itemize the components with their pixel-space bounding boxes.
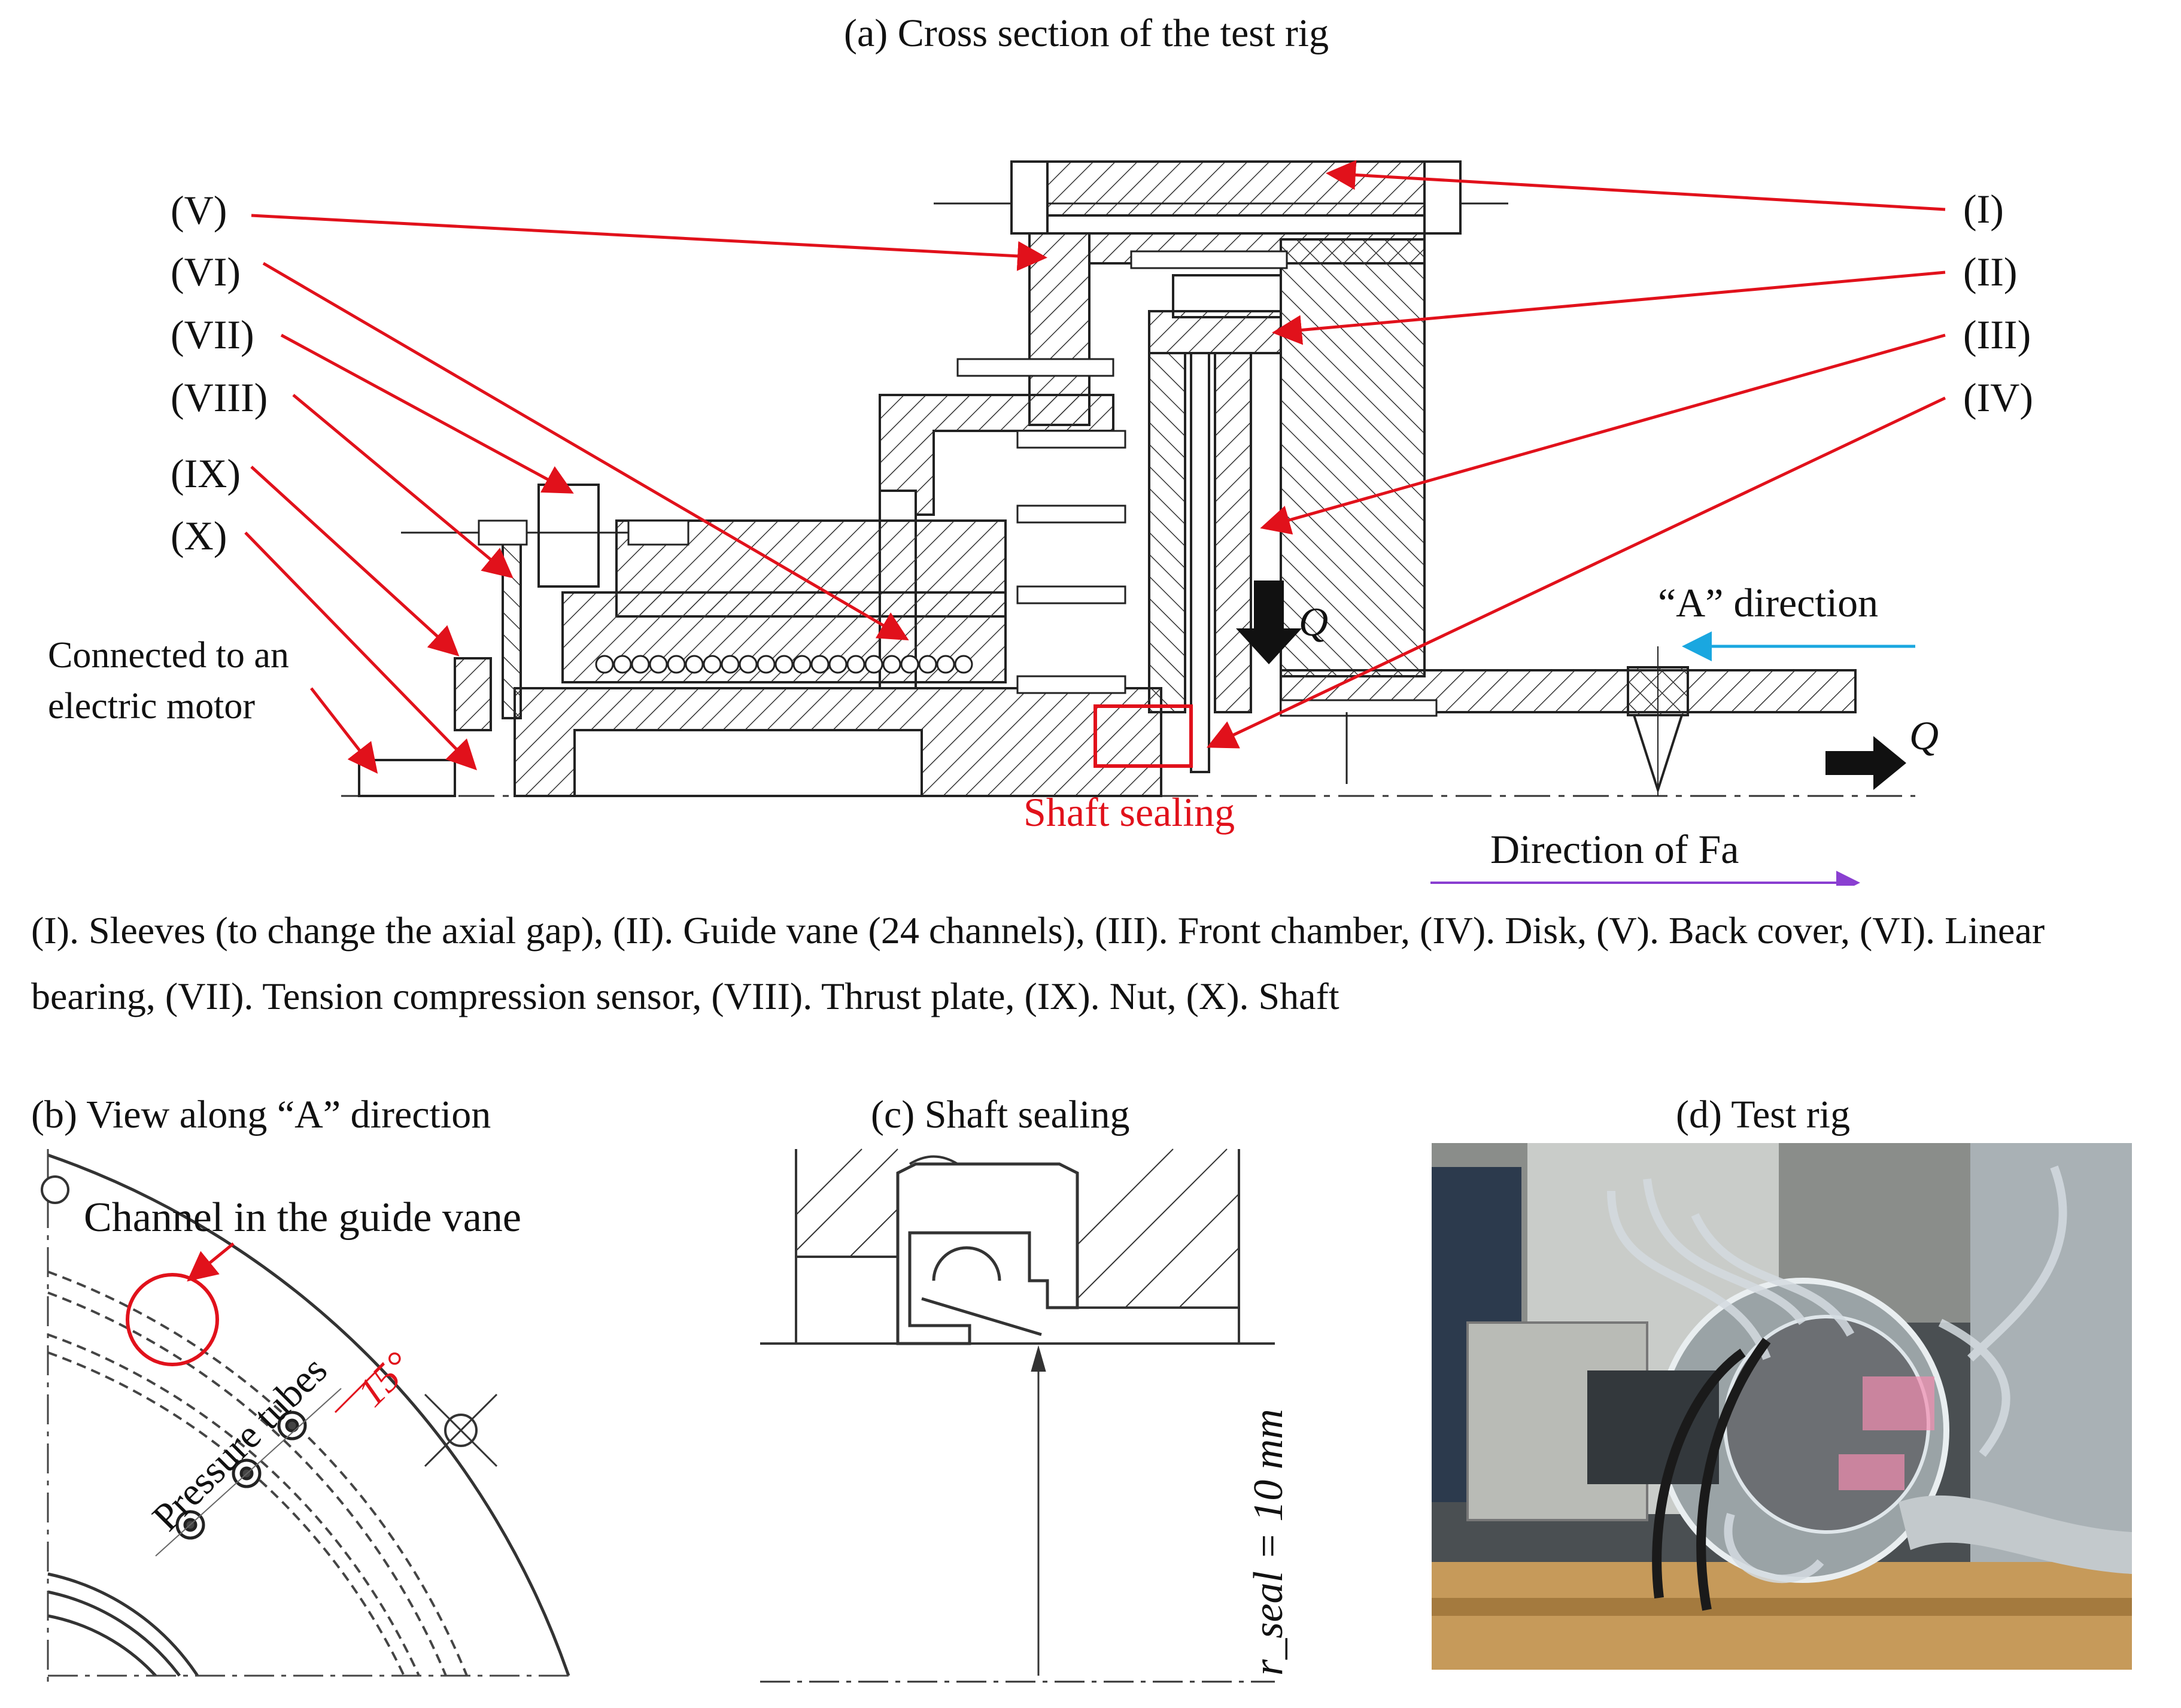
motor-note-line2: electric motor (48, 686, 255, 727)
test-rig-photo-art (1432, 1143, 2132, 1670)
arrow-IX (250, 466, 460, 657)
shaft-sealing-box (1093, 704, 1193, 768)
tubes-label: Pressure tubes (144, 1348, 336, 1540)
radius-label: r_seal = 10 mm (1246, 1409, 1292, 1676)
front-chamber-wall (1214, 352, 1252, 713)
channel-label: Channel in the guide vane (84, 1195, 521, 1241)
arrow-VI (262, 262, 909, 641)
label-IV: (IV) (1963, 375, 2034, 420)
thrust-plate (502, 537, 522, 719)
q-arrow-down (1236, 581, 1302, 664)
q-label-top: Q (1299, 599, 1329, 645)
arrow-VIII (292, 394, 514, 579)
test-rig-photo (1432, 1143, 2132, 1670)
label-VII: (VII) (171, 312, 254, 357)
label-VI: (VI) (171, 249, 241, 294)
arrow-motor (310, 687, 378, 774)
nut (454, 657, 492, 731)
label-X: (X) (171, 513, 227, 558)
fa-direction-label: Direction of Fa (1490, 826, 1739, 872)
channel-circle (126, 1273, 219, 1366)
shaft-sealing-label: Shaft sealing (1023, 789, 1235, 835)
label-III: (III) (1963, 312, 2031, 357)
panel-c-caption: (c) Shaft sealing (871, 1093, 1130, 1136)
label-I: (I) (1963, 186, 2004, 232)
sleeve-part (1010, 160, 1462, 217)
tension-sensor (537, 484, 600, 588)
arrow-V (251, 214, 1047, 271)
arrow-II (1272, 271, 1946, 345)
legend-text: (I). Sleeves (to change the axial gap), … (31, 909, 2045, 1017)
label-V: (V) (171, 187, 227, 233)
housing-bolts (956, 250, 1288, 694)
linear-bearing-balls (595, 655, 973, 674)
a-direction-label: “A” direction (1658, 580, 1879, 625)
arrow-III (1260, 333, 1946, 535)
disk (1190, 352, 1210, 773)
arrow-I (1326, 160, 1946, 211)
panel-a-drawing (244, 160, 1946, 886)
casing-block (1280, 238, 1426, 677)
panel-d-caption: (d) Test rig (1676, 1093, 1851, 1136)
motor-note-line1: Connected to an (48, 635, 289, 676)
angle-label: 15° (348, 1342, 421, 1415)
q-arrow-right (1825, 736, 1906, 790)
panel-b-caption: (b) View along “A” direction (31, 1093, 491, 1136)
label-IX: (IX) (171, 451, 241, 496)
label-II: (II) (1963, 249, 2018, 294)
arrow-X (244, 531, 477, 771)
panel-a-caption: (a) Cross section of the test rig (844, 11, 1329, 55)
guide-vane (1148, 310, 1282, 354)
arrow-VII (280, 333, 574, 494)
q-label-right: Q (1909, 713, 1939, 758)
arrow-IV (1206, 396, 1946, 749)
label-VIII: (VIII) (171, 375, 268, 420)
